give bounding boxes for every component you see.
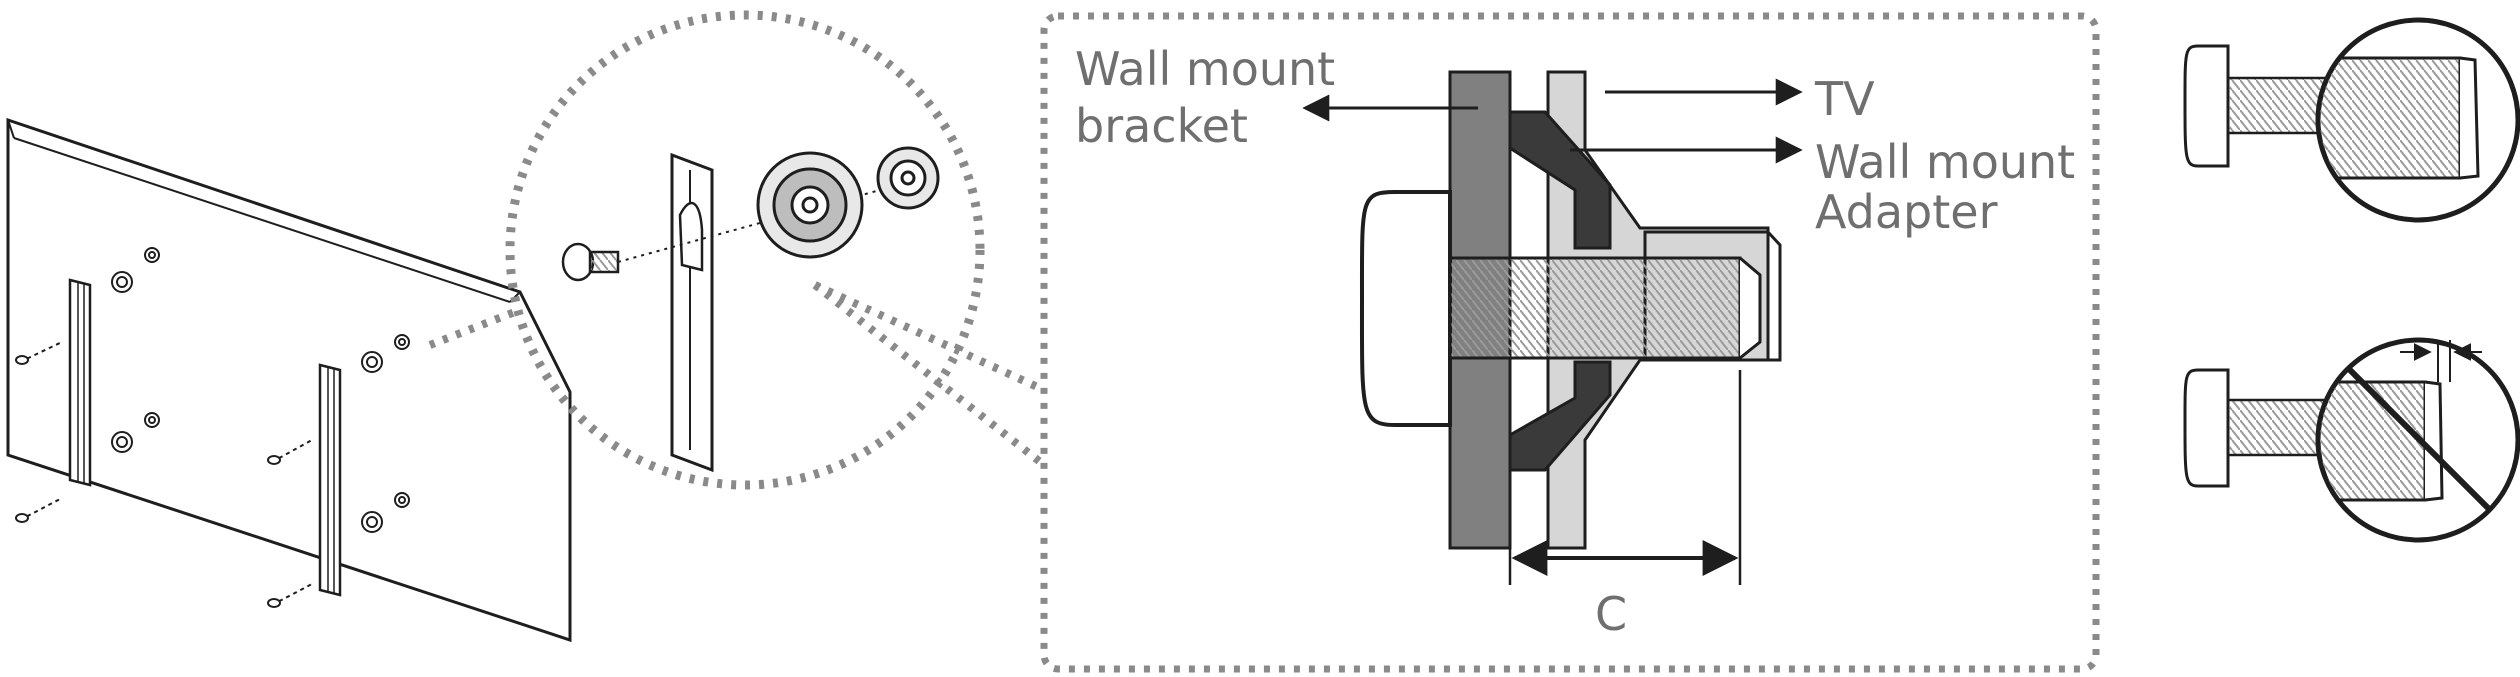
dimension-c: C xyxy=(1508,370,1742,641)
zoom-connectors xyxy=(812,281,1047,469)
detail-screw-shaft xyxy=(1448,256,1742,360)
tv-spacers xyxy=(111,247,410,533)
label-tv: TV xyxy=(1814,72,1875,126)
tv-back-panel xyxy=(6,117,572,643)
label-wall-mount-adapter-line1: Wall mount xyxy=(1815,135,2075,189)
label-wall-mount-adapter-line2: Adapter xyxy=(1815,185,1998,239)
label-wall-mount-bracket-line1: Wall mount xyxy=(1075,42,1335,96)
tv-bracket-left xyxy=(68,278,92,487)
incorrect-screw-example xyxy=(2183,337,2520,543)
zoom-circle xyxy=(428,10,985,490)
tv-bracket-right xyxy=(318,363,342,597)
detail-box: Wall mount bracket TV Wall mount Adapter… xyxy=(1040,12,2100,673)
zoom-spacers xyxy=(756,146,940,259)
correct-screw-example xyxy=(2183,17,2520,223)
tv-screws xyxy=(15,341,313,608)
wall-mount-adapter xyxy=(1508,110,1612,250)
label-dimension-c: C xyxy=(1595,587,1627,641)
label-wall-mount-bracket-line2: bracket xyxy=(1075,99,1248,153)
detail-screw-head xyxy=(1359,190,1452,427)
zoom-bracket xyxy=(670,152,714,473)
